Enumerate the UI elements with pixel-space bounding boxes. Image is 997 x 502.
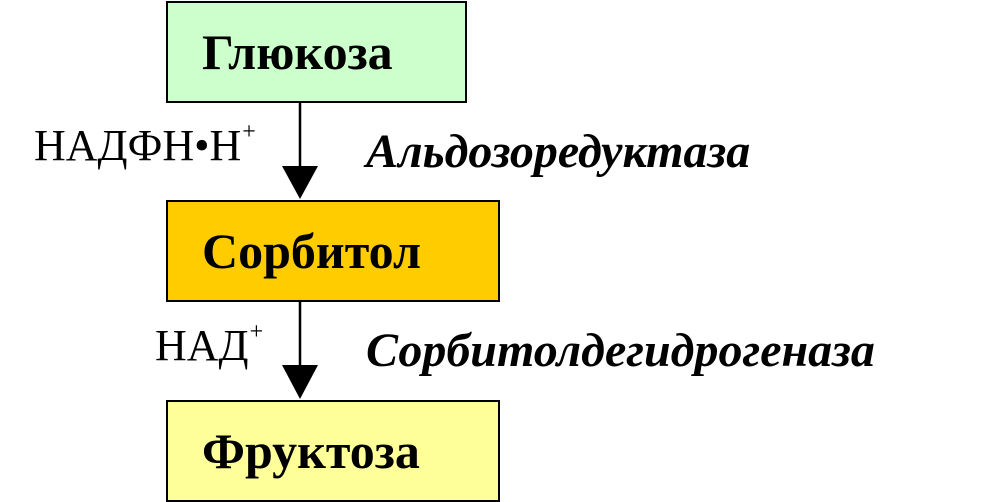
node-glucose-label: Глюкоза: [202, 24, 393, 80]
cofactor-nad: НАД+: [155, 320, 263, 370]
node-sorbitol: Сорбитол: [166, 200, 500, 302]
enzyme-sorbitol-dehydrogenase: Сорбитолдегидрогеназа: [366, 324, 875, 377]
arrow-sorbitol-to-fructose: [282, 302, 318, 399]
node-fructose: Фруктоза: [166, 400, 500, 502]
cofactor-nadph-text: НАДФН•Н: [34, 121, 242, 170]
enzyme-aldose-reductase: Альдозоредуктаза: [366, 125, 751, 178]
cofactor-nadph-charge: +: [242, 119, 256, 145]
cofactor-nadph: НАДФН•Н+: [34, 120, 256, 170]
cofactor-nad-charge: +: [249, 319, 264, 345]
node-glucose: Глюкоза: [166, 1, 467, 103]
arrow-glucose-to-sorbitol: [282, 103, 318, 199]
cofactor-nad-text: НАД: [155, 321, 249, 370]
node-sorbitol-label: Сорбитол: [202, 223, 422, 279]
node-fructose-label: Фруктоза: [202, 423, 420, 479]
